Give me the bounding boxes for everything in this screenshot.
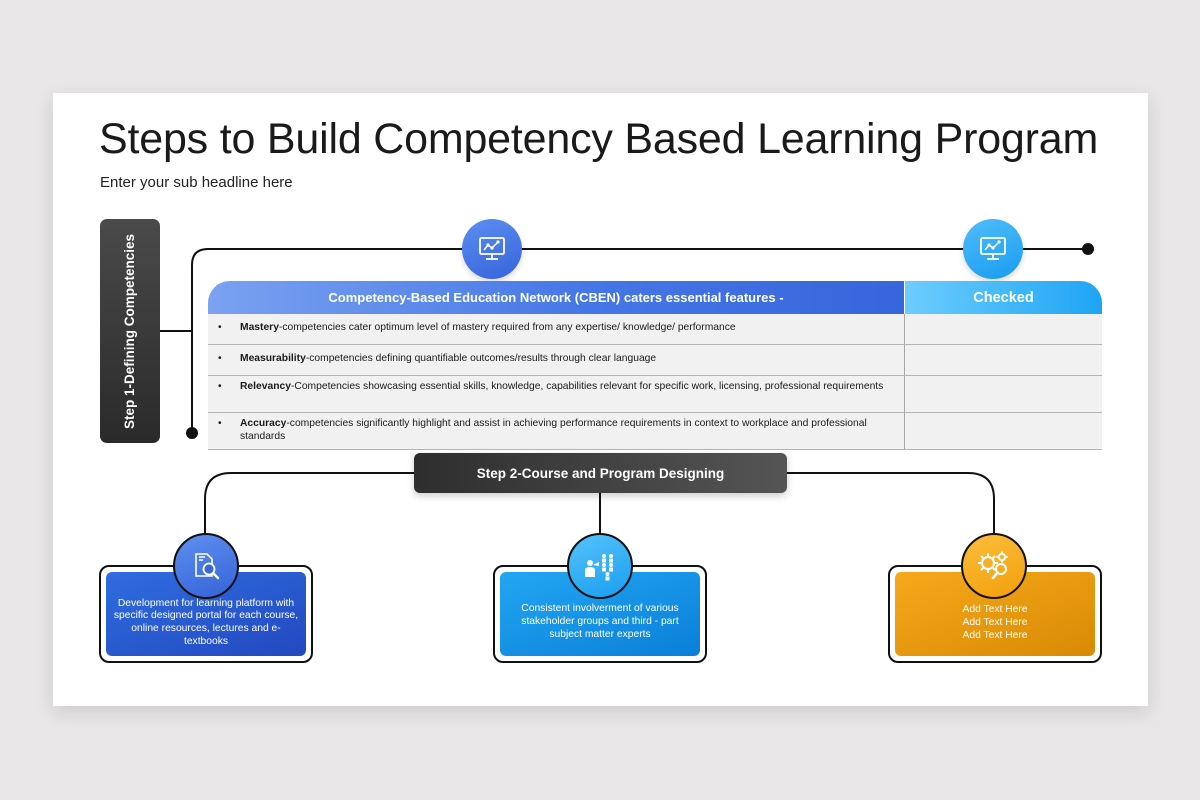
step2-label: Step 2-Course and Program Designing — [476, 465, 725, 481]
card-text: Consistent involverment of various stake… — [521, 603, 679, 641]
bullet: • — [218, 381, 222, 392]
table-header: Competency-Based Education Network (CBEN… — [208, 281, 1102, 314]
table-row: • Mastery-competencies cater optimum lev… — [208, 314, 1102, 345]
feature-term: Measurability — [240, 353, 306, 364]
page-subtitle: Enter your sub headline here — [100, 174, 293, 191]
bullet: • — [218, 322, 222, 333]
table-row: • Accuracy-competencies significantly hi… — [208, 413, 1102, 450]
monitor-chart-icon — [963, 219, 1023, 279]
document-search-icon — [173, 533, 239, 599]
checked-cell[interactable] — [904, 413, 1102, 449]
feature-term: Relevancy — [240, 381, 291, 392]
slide: Steps to Build Competency Based Learning… — [53, 93, 1148, 706]
step2-label-box: Step 2-Course and Program Designing — [414, 453, 787, 493]
monitor-chart-icon — [462, 219, 522, 279]
feature-term: Accuracy — [240, 418, 287, 429]
table-header-checked: Checked — [904, 281, 1102, 314]
bullet: • — [218, 353, 222, 364]
feature-term: Mastery — [240, 322, 279, 333]
bullet: • — [218, 418, 222, 429]
step1-label: Step 1-Defining Competencies — [122, 233, 138, 429]
card-text: Add Text Here Add Text Here Add Text Her… — [962, 604, 1028, 642]
feature-description: -competencies significantly highlight an… — [240, 418, 867, 443]
features-table: Competency-Based Education Network (CBEN… — [208, 281, 1102, 450]
feature-description: -Competencies showcasing essential skill… — [290, 381, 884, 392]
stakeholder-group-icon — [567, 533, 633, 599]
table-row: • Measurability-competencies defining qu… — [208, 345, 1102, 376]
checked-cell[interactable] — [904, 345, 1102, 375]
step1-label-box: Step 1-Defining Competencies — [100, 219, 160, 443]
feature-description: -competencies cater optimum level of mas… — [278, 322, 736, 333]
checked-cell[interactable] — [904, 314, 1102, 344]
feature-description: -competencies defining quantifiable outc… — [305, 353, 657, 364]
card-text: Development for learning platform with s… — [113, 597, 299, 648]
page-title: Steps to Build Competency Based Learning… — [99, 115, 1099, 163]
checked-cell[interactable] — [904, 376, 1102, 412]
table-row: • Relevancy-Competencies showcasing esse… — [208, 376, 1102, 413]
gears-search-icon — [961, 533, 1027, 599]
table-header-features: Competency-Based Education Network (CBEN… — [208, 281, 904, 314]
